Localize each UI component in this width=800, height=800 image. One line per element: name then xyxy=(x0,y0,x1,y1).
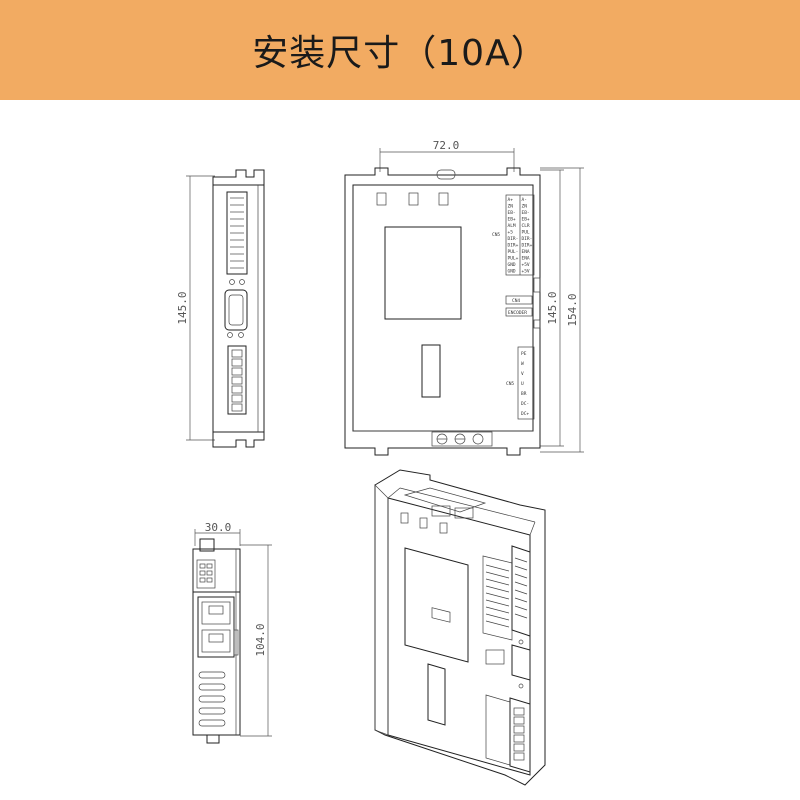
power-terminal-label: V xyxy=(521,371,524,377)
page-title: 安装尺寸（10A） xyxy=(252,33,548,74)
side-height-dim: 145.0 xyxy=(176,291,189,324)
terminal-label-right: +5V xyxy=(522,269,530,275)
title-banner: 安装尺寸（10A） xyxy=(0,0,800,100)
power-terminal-label: PE xyxy=(521,351,527,357)
terminal-label-left: A+ xyxy=(508,197,514,203)
terminal-label-right: EB+ xyxy=(522,217,530,223)
end-view: 30.0 104.0 xyxy=(192,521,272,744)
terminal-label-right: EB- xyxy=(522,210,530,216)
front-view: 72.0 145.0 154.0 CN5 A+ZNEB-EB+ALM+5DIR-… xyxy=(344,139,584,456)
terminal-label-left: PUL+ xyxy=(508,256,519,262)
front-cn-power-label: CN5 xyxy=(506,381,514,387)
front-encoder-label: ENCODER xyxy=(508,310,527,316)
isometric-view xyxy=(374,469,546,786)
terminal-label-left: DIR+ xyxy=(508,243,519,249)
side-view: 145.0 xyxy=(176,169,265,448)
end-width-dim: 30.0 xyxy=(205,521,232,534)
front-cn-encoder-label: CN4 xyxy=(512,298,520,304)
terminal-label-right: +5V xyxy=(522,262,530,268)
terminal-label-left: GND xyxy=(508,269,516,275)
terminal-label-right: A- xyxy=(522,197,527,203)
front-inner-height-dim: 145.0 xyxy=(546,291,559,324)
front-width-dim: 72.0 xyxy=(433,139,460,152)
terminal-label-right: ZN xyxy=(522,204,528,210)
front-outer-height-dim: 154.0 xyxy=(566,293,579,326)
terminal-label-left: PUL- xyxy=(508,249,519,255)
terminal-label-right: DIR- xyxy=(522,236,533,242)
terminal-label-right: CLR xyxy=(522,223,530,229)
terminal-label-left: EB- xyxy=(508,210,516,216)
end-height-dim: 104.0 xyxy=(254,623,267,656)
terminal-label-left: +5 xyxy=(508,230,514,236)
power-terminal-label: U xyxy=(521,381,524,387)
power-terminal-label: W xyxy=(521,361,524,367)
power-terminal-label: BR xyxy=(521,391,527,397)
terminal-label-right: ENA xyxy=(522,256,530,262)
terminal-label-left: DIR- xyxy=(508,236,519,242)
power-terminal-label: DC- xyxy=(521,401,529,407)
terminal-label-left: ALM xyxy=(508,223,516,229)
terminal-label-right: DIR+ xyxy=(522,243,533,249)
terminal-label-right: PUL xyxy=(522,230,530,236)
terminal-label-left: GND xyxy=(508,262,516,268)
power-terminal-label: DC+ xyxy=(521,411,529,417)
terminal-label-left: ZN xyxy=(508,204,514,210)
terminal-label-right: ENA xyxy=(522,249,530,255)
terminal-label-left: EB+ xyxy=(508,217,516,223)
front-cn-io-label: CN5 xyxy=(492,232,500,238)
